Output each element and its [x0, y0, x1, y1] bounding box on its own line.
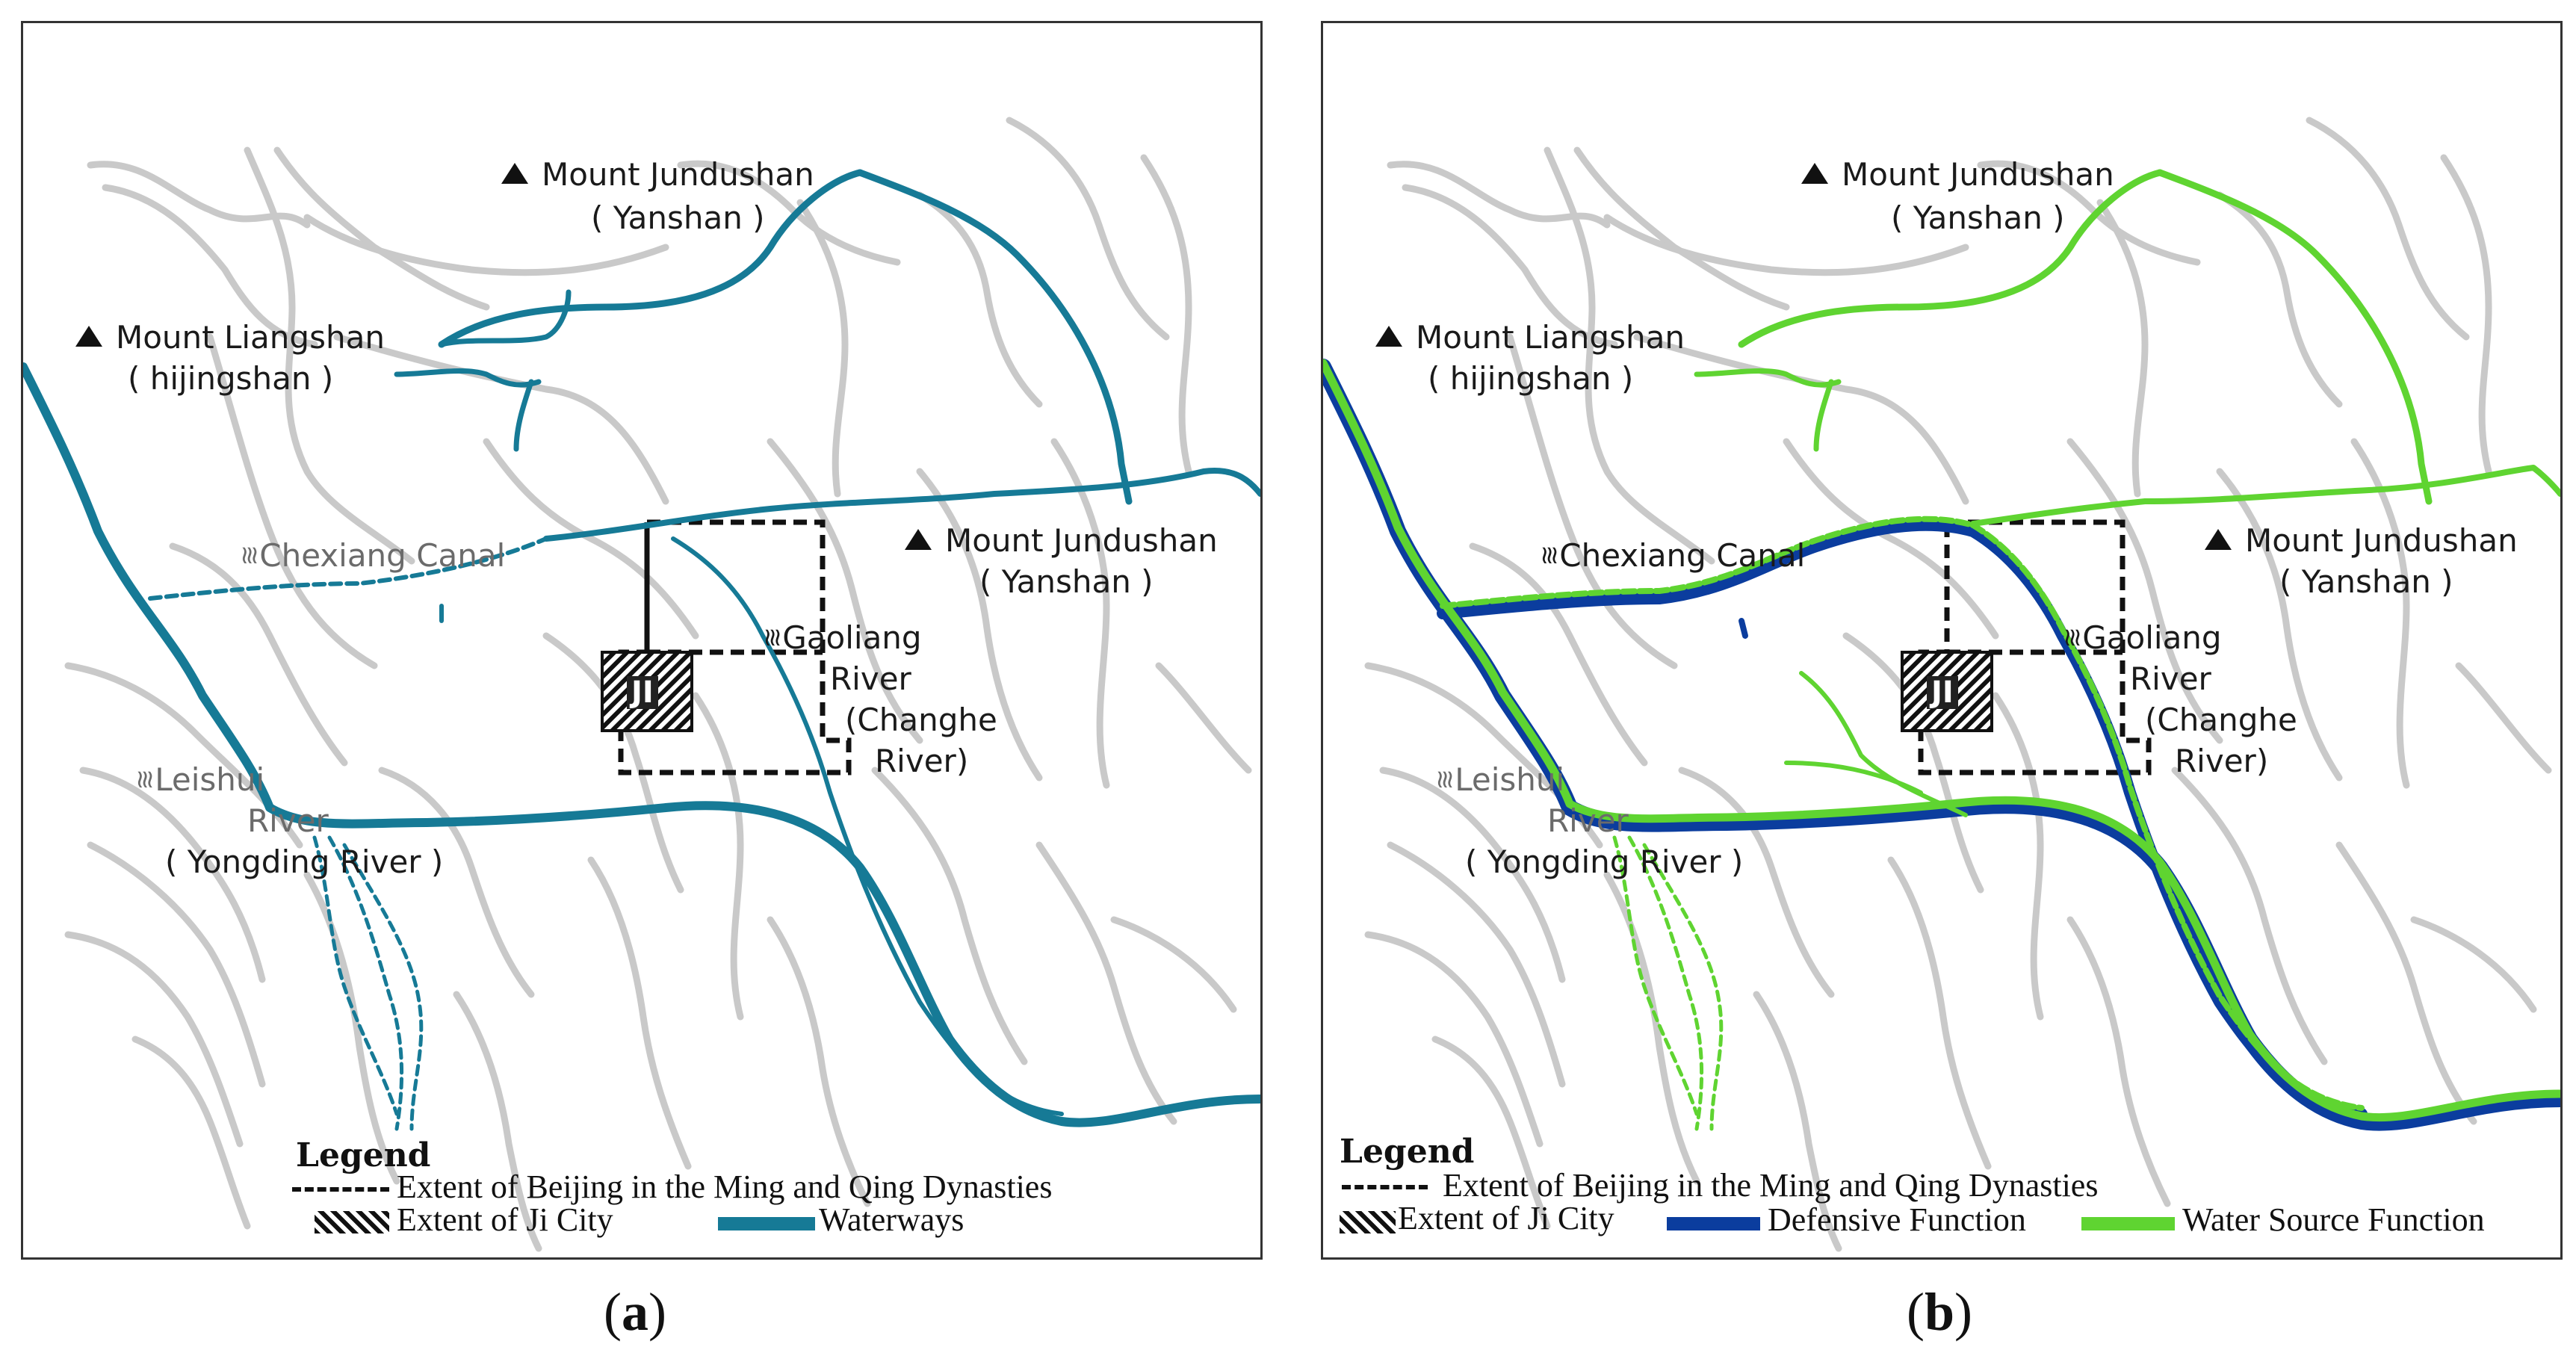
- legend-title: Legend: [1340, 1133, 1475, 1171]
- map-panel-a: Mount Jundushan ( Yanshan ) Mount Liangs…: [21, 21, 1263, 1260]
- mountain-icon: [75, 326, 102, 347]
- legend-swatch-hatch: [1340, 1211, 1396, 1233]
- label-hijingshan: ( hijingshan ): [128, 360, 334, 397]
- label-gaoliang: ≀≀≀Gaoliang: [763, 619, 922, 656]
- legend-defensive: Defensive Function: [1768, 1201, 2026, 1238]
- map-canvas-a: [23, 117, 1260, 1252]
- caption-a: (a): [604, 1282, 666, 1342]
- water-source-waterways: [1323, 169, 2560, 1131]
- mountain-icon: [501, 163, 528, 184]
- label-yanshan-top: ( Yanshan ): [591, 199, 765, 236]
- label-hijingshan: ( hijingshan ): [1428, 360, 1634, 397]
- waterways: [23, 169, 1260, 1131]
- mountain-icon: [2205, 529, 2232, 550]
- label-mount-jundushan-right: Mount Jundushan: [905, 523, 1218, 558]
- legend-title: Legend: [296, 1136, 431, 1174]
- map-canvas-b: [1323, 117, 2560, 1252]
- label-changhe: (Changhe: [2145, 702, 2297, 738]
- mountain-icon: [1801, 163, 1828, 184]
- legend-waterways: Waterways: [819, 1201, 965, 1238]
- label-leishui-river: River: [247, 802, 329, 839]
- base-terrain-lines: [1364, 117, 2552, 1252]
- river-icon: ≀≀≀: [135, 764, 155, 794]
- caption-b: (b): [1907, 1282, 1973, 1342]
- label-leishui-river: River: [1547, 802, 1629, 839]
- label-ji: JI: [627, 676, 658, 709]
- map-panel-b: Mount Jundushan ( Yanshan ) Mount Liangs…: [1321, 21, 2563, 1260]
- label-yanshan-right: ( Yanshan ): [979, 563, 1154, 600]
- legend-swatch-defensive: [1667, 1217, 1760, 1230]
- label-mount-jundushan-top: Mount Jundushan: [501, 157, 814, 192]
- river-icon: ≀≀≀: [1540, 540, 1559, 570]
- river-icon: ≀≀≀: [240, 540, 259, 570]
- mountain-icon: [905, 529, 932, 550]
- label-mount-liangshan: Mount Liangshan: [75, 320, 385, 355]
- label-changhe-river: River): [875, 743, 969, 779]
- legend-swatch-water-source: [2081, 1217, 2175, 1230]
- label-gaoliang-river: River: [2130, 660, 2211, 697]
- label-mount-jundushan-right: Mount Jundushan: [2205, 523, 2518, 558]
- ji-city-hatch: [1901, 651, 1993, 732]
- label-chexiang-canal: ≀≀≀Chexiang Canal: [1540, 537, 1806, 574]
- label-mount-jundushan-top: Mount Jundushan: [1801, 157, 2114, 192]
- label-chexiang-canal: ≀≀≀Chexiang Canal: [240, 537, 506, 574]
- river-icon: ≀≀≀: [763, 622, 782, 652]
- legend-ji-extent: Extent of Ji City: [1398, 1200, 1614, 1236]
- base-terrain-lines: [64, 117, 1252, 1252]
- label-yanshan-right: ( Yanshan ): [2279, 563, 2453, 600]
- label-leishui: ≀≀≀Leishui: [135, 761, 265, 798]
- label-gaoliang-river: River: [830, 660, 911, 697]
- label-leishui: ≀≀≀Leishui: [1435, 761, 1565, 798]
- legend-water-source: Water Source Function: [2182, 1201, 2485, 1238]
- label-yongding: ( Yongding River ): [165, 843, 444, 880]
- label-ji: JI: [1927, 676, 1958, 709]
- legend-swatch-dashed: [292, 1187, 389, 1192]
- label-yanshan-top: ( Yanshan ): [1891, 199, 2065, 236]
- legend-beijing-extent: Extent of Beijing in the Ming and Qing D…: [397, 1168, 1053, 1205]
- river-icon: ≀≀≀: [2063, 622, 2082, 652]
- label-changhe-river: River): [2175, 743, 2269, 779]
- legend-beijing-extent: Extent of Beijing in the Ming and Qing D…: [1443, 1167, 2099, 1204]
- legend-ji-extent: Extent of Ji City: [397, 1201, 613, 1238]
- label-gaoliang: ≀≀≀Gaoliang: [2063, 619, 2222, 656]
- legend-swatch-hatch: [315, 1211, 389, 1233]
- legend-swatch-waterways: [718, 1217, 815, 1230]
- river-icon: ≀≀≀: [1435, 764, 1455, 794]
- legend-swatch-dashed: [1342, 1185, 1428, 1189]
- label-mount-liangshan: Mount Liangshan: [1375, 320, 1685, 355]
- mountain-icon: [1375, 326, 1402, 347]
- label-changhe: (Changhe: [845, 702, 997, 738]
- label-yongding: ( Yongding River ): [1465, 843, 1744, 880]
